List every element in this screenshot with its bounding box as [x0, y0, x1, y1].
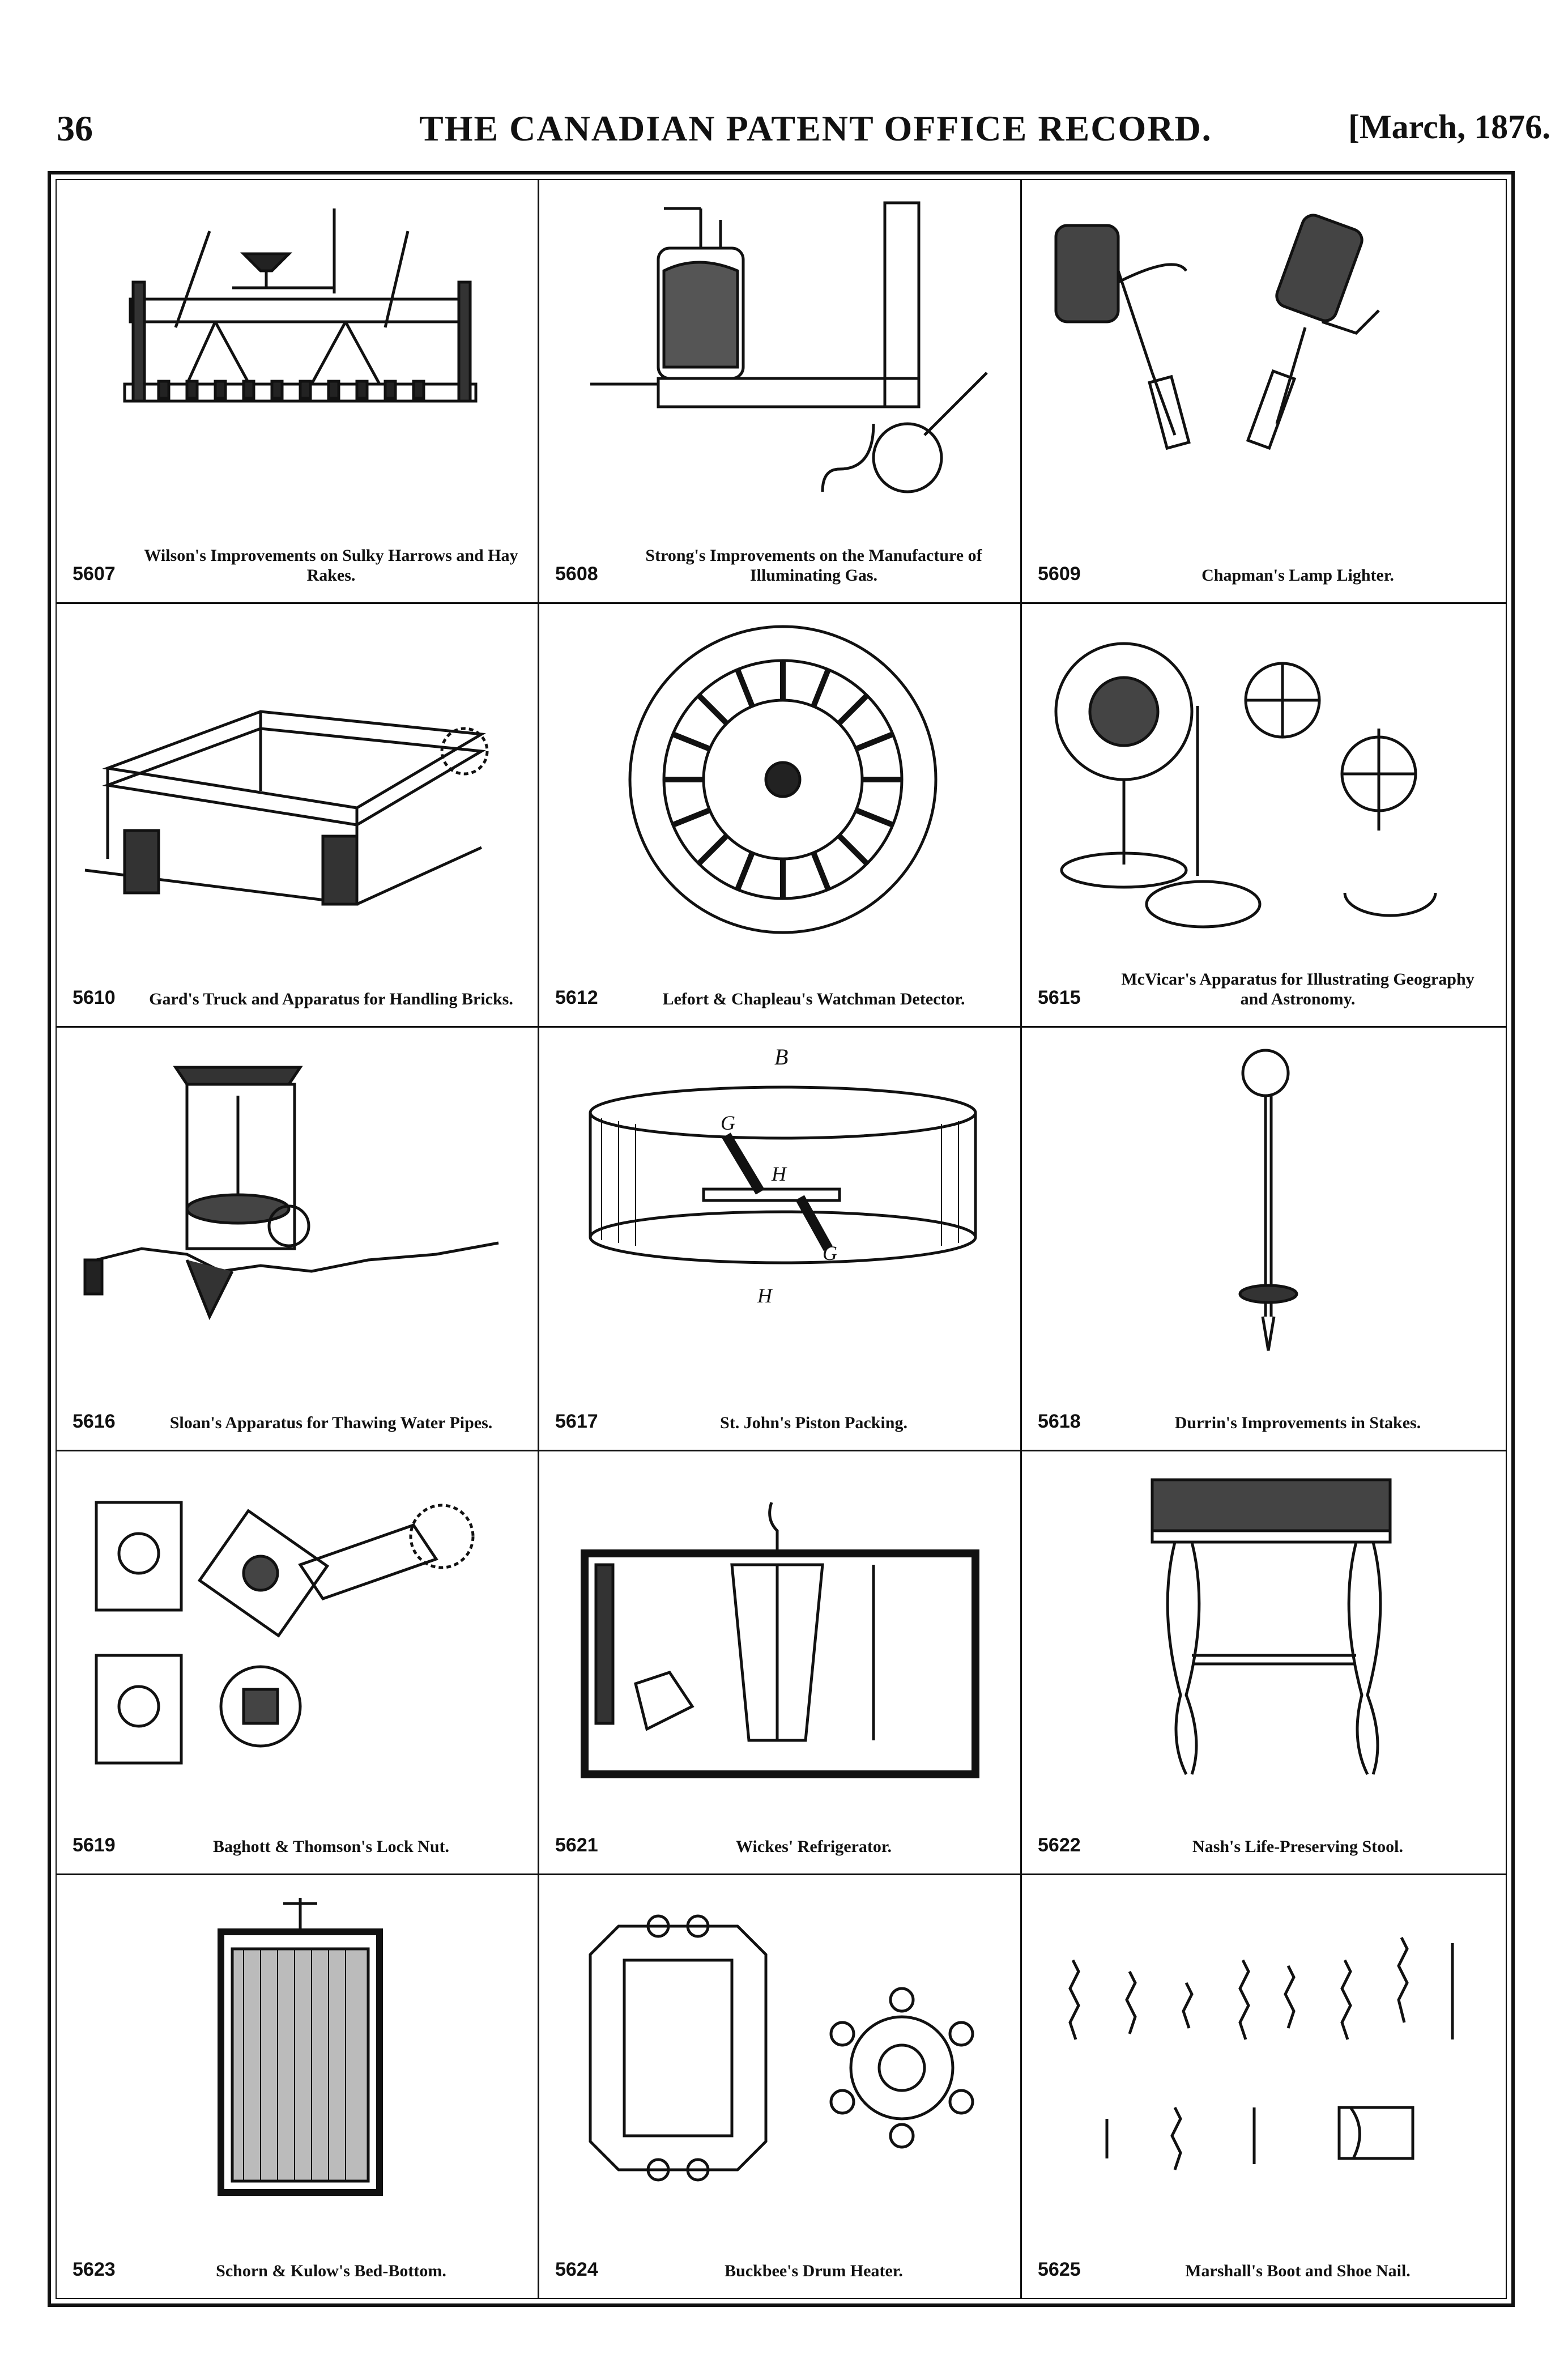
patent-caption: St. John's Piston Packing. [720, 1413, 907, 1432]
svg-text:H: H [771, 1163, 787, 1185]
patent-number: 5617 [555, 1411, 598, 1432]
stool-illustration [1039, 1468, 1486, 1786]
patent-cell: B G H G H 5617 St. John's Piston Packing… [539, 1028, 1022, 1451]
watchman-detector-illustration [556, 621, 1004, 938]
patent-number: 5616 [73, 1411, 116, 1432]
patent-cell: 5615 McVicar's Apparatus for Illustratin… [1022, 604, 1506, 1028]
patent-caption: McVicar's Apparatus for Illustrating Geo… [1121, 970, 1475, 1008]
svg-text:H: H [757, 1284, 773, 1307]
shoe-nail-illustration [1039, 1892, 1486, 2209]
patent-caption: Chapman's Lamp Lighter. [1201, 565, 1394, 585]
patent-number: 5608 [555, 563, 598, 585]
patent-caption: Gard's Truck and Apparatus for Handling … [149, 989, 513, 1008]
patent-cell: 5608 Strong's Improvements on the Manufa… [539, 180, 1022, 604]
patent-number: 5618 [1038, 1411, 1081, 1432]
patent-cell: 5623 Schorn & Kulow's Bed-Bottom. [57, 1875, 539, 2298]
patent-cell: 5616 Sloan's Apparatus for Thawing Water… [57, 1028, 539, 1451]
patent-caption: Sloan's Apparatus for Thawing Water Pipe… [169, 1413, 493, 1432]
thawing-apparatus-illustration [74, 1045, 521, 1362]
patent-caption: Schorn & Kulow's Bed-Bottom. [216, 2261, 446, 2280]
harrow-illustration [74, 197, 521, 514]
patent-number: 5622 [1038, 1834, 1081, 1856]
lock-nut-illustration [74, 1468, 521, 1786]
patent-caption: Durrin's Improvements in Stakes. [1174, 1413, 1421, 1432]
patent-caption: Buckbee's Drum Heater. [725, 2261, 903, 2280]
patent-caption: Nash's Life-Preserving Stool. [1192, 1837, 1403, 1856]
svg-text:G: G [721, 1112, 735, 1134]
patent-number: 5607 [73, 563, 116, 585]
patent-caption: Wilson's Improvements on Sulky Harrows a… [144, 546, 518, 585]
patent-number: 5609 [1038, 563, 1081, 585]
brick-truck-illustration [74, 621, 521, 938]
svg-text:G: G [823, 1242, 837, 1264]
lamp-lighter-illustration [1039, 197, 1486, 514]
page-number: 36 [57, 108, 93, 148]
bed-bottom-illustration [74, 1892, 521, 2209]
gas-apparatus-illustration [556, 197, 1004, 514]
patent-number: 5615 [1038, 987, 1081, 1008]
patent-cell: 5619 Baghott & Thomson's Lock Nut. [57, 1451, 539, 1875]
patent-cell: 5624 Buckbee's Drum Heater. [539, 1875, 1022, 2298]
patent-number: 5623 [73, 2259, 116, 2280]
patent-cell: 5622 Nash's Life-Preserving Stool. [1022, 1451, 1506, 1875]
patent-caption: Wickes' Refrigerator. [736, 1837, 892, 1856]
patent-cell: 5621 Wickes' Refrigerator. [539, 1451, 1022, 1875]
geography-apparatus-illustration [1039, 621, 1486, 938]
patent-cell: 5612 Lefort & Chapleau's Watchman Detect… [539, 604, 1022, 1028]
patent-cell: 5607 Wilson's Improvements on Sulky Harr… [57, 180, 539, 604]
page-header: 36 THE CANADIAN PATENT OFFICE RECORD. [M… [0, 0, 1568, 164]
patent-number: 5624 [555, 2259, 598, 2280]
patent-grid: 5607 Wilson's Improvements on Sulky Harr… [57, 180, 1506, 2298]
issue-date: [March, 1876. [1348, 108, 1551, 146]
patent-caption: Marshall's Boot and Shoe Nail. [1185, 2261, 1411, 2280]
page-frame-inner [56, 179, 1507, 2299]
patent-number: 5621 [555, 1834, 598, 1856]
patent-number: 5619 [73, 1834, 116, 1856]
refrigerator-illustration [556, 1468, 1004, 1786]
patent-caption: Strong's Improvements on the Manufacture… [645, 546, 982, 585]
patent-number: 5625 [1038, 2259, 1081, 2280]
patent-caption: Lefort & Chapleau's Watchman Detector. [662, 989, 965, 1008]
patent-cell: 5618 Durrin's Improvements in Stakes. [1022, 1028, 1506, 1451]
patent-cell: 5610 Gard's Truck and Apparatus for Hand… [57, 604, 539, 1028]
patent-cell: 5609 Chapman's Lamp Lighter. [1022, 180, 1506, 604]
publication-title: THE CANADIAN PATENT OFFICE RECORD. [419, 108, 1212, 148]
svg-text:B: B [774, 1045, 788, 1070]
patent-cell: 5625 Marshall's Boot and Shoe Nail. [1022, 1875, 1506, 2298]
patent-number: 5610 [73, 987, 116, 1008]
drum-heater-illustration [556, 1892, 1004, 2209]
piston-packing-illustration: B G H G H [556, 1044, 1004, 1362]
page-frame [48, 171, 1515, 2307]
patent-caption: Baghott & Thomson's Lock Nut. [212, 1837, 450, 1856]
patent-number: 5612 [555, 987, 598, 1008]
stake-illustration [1039, 1045, 1486, 1362]
